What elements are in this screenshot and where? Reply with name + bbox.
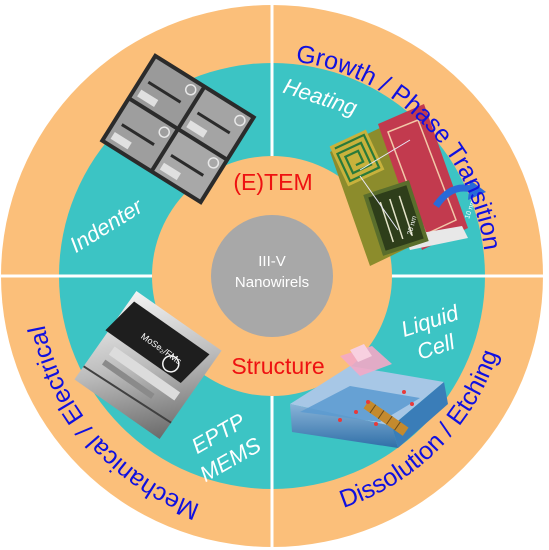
heating-scale-b: 20 nm (407, 215, 419, 236)
inner-bottom-label: Structure (231, 353, 324, 379)
center-label-line1: III-V (258, 253, 286, 270)
heating-image: 10 nm 20 nm (329, 104, 486, 266)
center-disc (211, 215, 333, 337)
liquid-cell-image (290, 344, 448, 448)
center-label-line2: Nanowirels (235, 274, 309, 291)
mems-image: MoSe₂/FMs (74, 290, 222, 440)
indenter-image (99, 53, 257, 205)
inner-top-label: (E)TEM (233, 169, 312, 195)
